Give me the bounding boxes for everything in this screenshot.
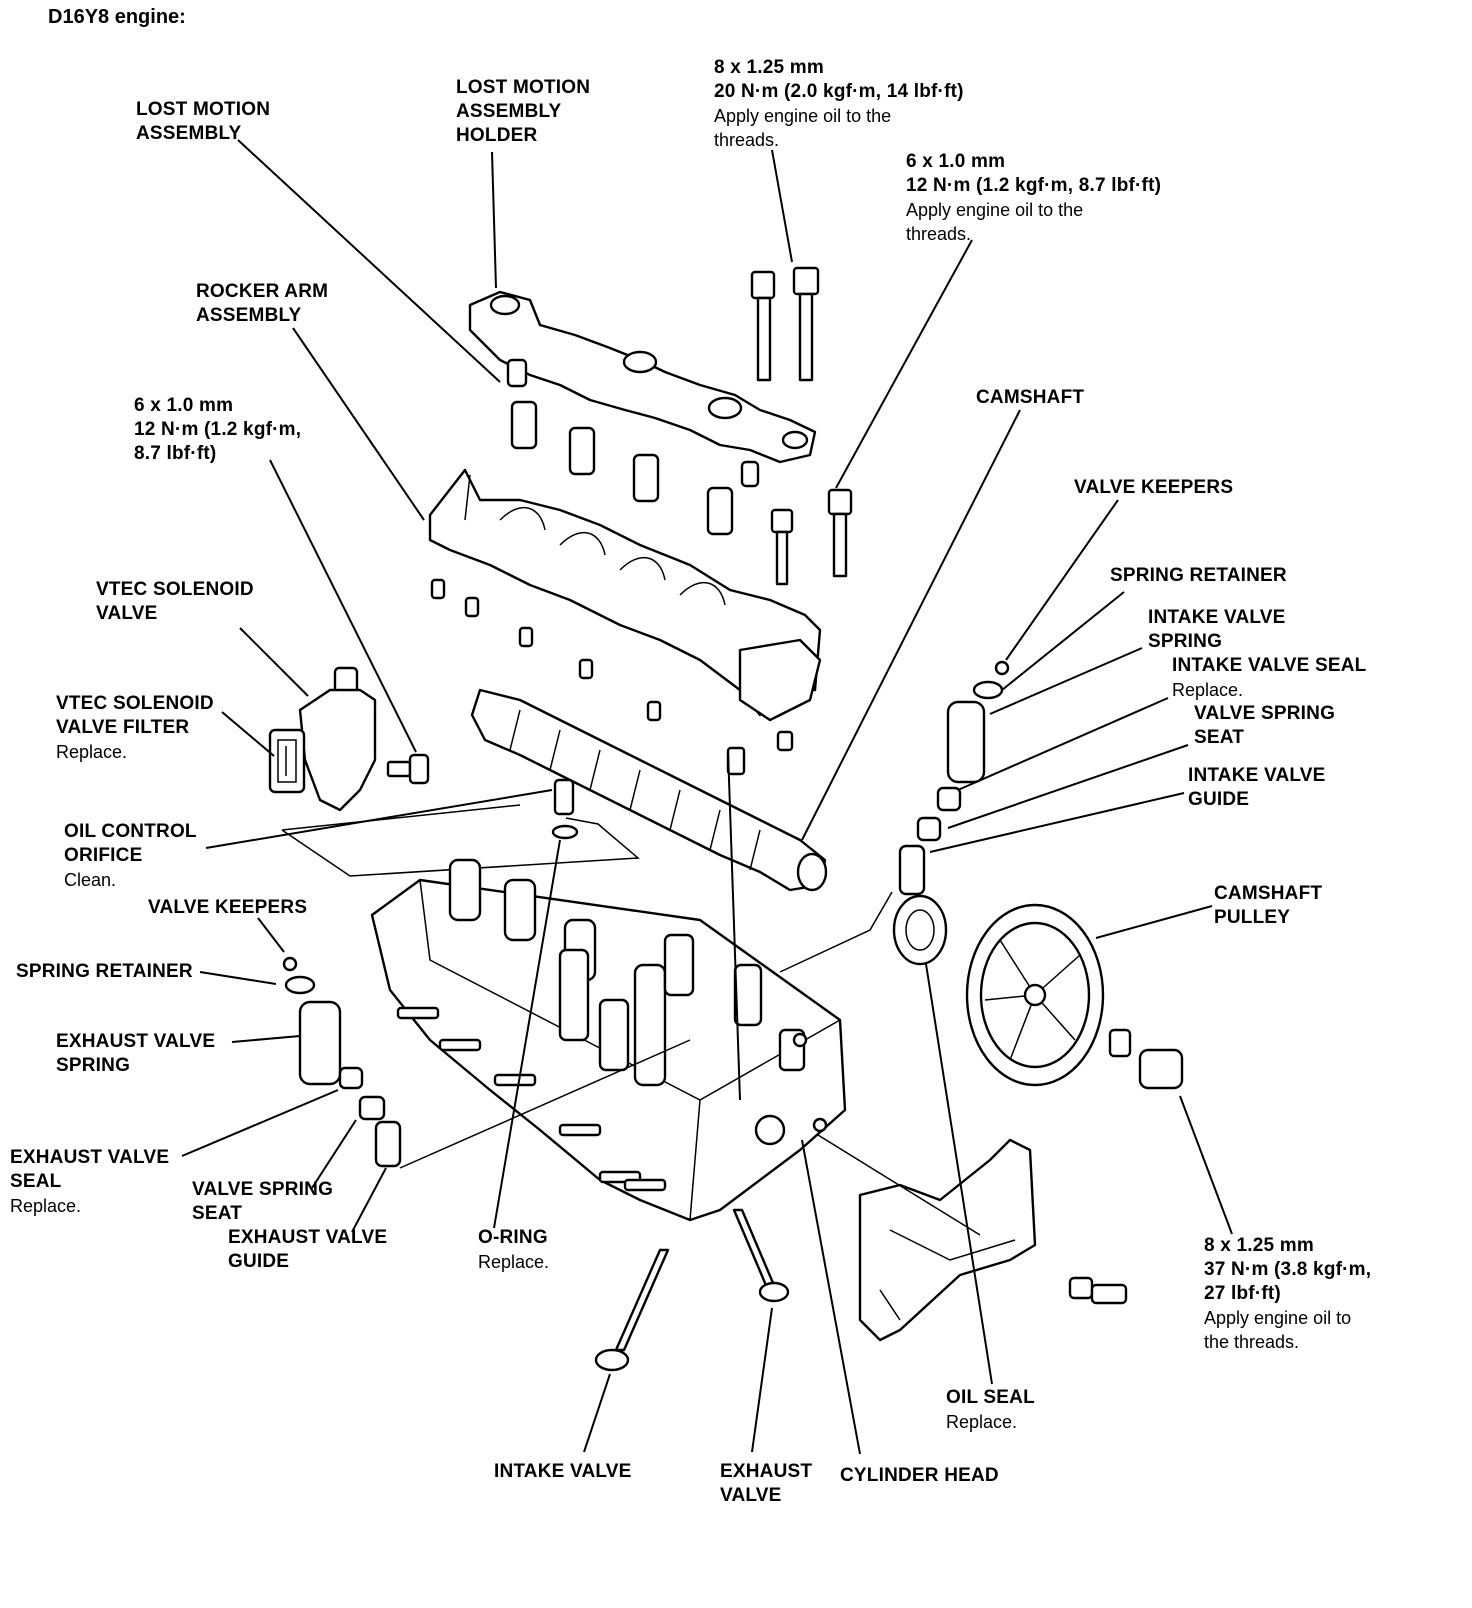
- exhaust-valve-stack-parts: [282, 956, 402, 1168]
- leader-lines: [181, 139, 1233, 1455]
- label-valve-keepers-right: VALVE KEEPERS: [1074, 477, 1234, 498]
- label-spring-retainer-left: SPRING RETAINER: [16, 961, 193, 982]
- label-cylinder-head: CYLINDER HEAD: [840, 1465, 999, 1486]
- camshaft-part: [470, 688, 828, 892]
- exhaust-valve-part: [732, 1208, 790, 1303]
- label-oil-control-orifice: OIL CONTROL ORIFICE Clean.: [64, 821, 197, 890]
- diagram-title: D16Y8 engine:: [48, 6, 186, 28]
- label-exhaust-valve-spring: EXHAUST VALVE SPRING: [56, 1031, 216, 1076]
- label-bolt-8x125-top: 8 x 1.25 mm 20 N·m (2.0 kgf·m, 14 lbf·ft…: [714, 57, 964, 150]
- label-intake-valve-spring: INTAKE VALVE SPRING: [1148, 607, 1286, 652]
- vtec-solenoid-valve-part: [268, 666, 430, 812]
- label-exhaust-valve: EXHAUST VALVE: [720, 1461, 813, 1506]
- label-vtec-filter: VTEC SOLENOID VALVE FILTER Replace.: [56, 693, 214, 762]
- label-vtec-solenoid-valve: VTEC SOLENOID VALVE: [96, 579, 254, 624]
- label-valve-spring-seat-left: VALVE SPRING SEAT: [192, 1179, 334, 1224]
- label-intake-valve-guide: INTAKE VALVE GUIDE: [1188, 765, 1326, 810]
- label-lost-motion-holder: LOST MOTION ASSEMBLY HOLDER: [456, 77, 591, 146]
- pulley-bolt-part: [1108, 1028, 1184, 1090]
- label-bolt-6x10-top: 6 x 1.0 mm 12 N·m (1.2 kgf·m, 8.7 lbf·ft…: [906, 151, 1162, 244]
- label-oil-seal: OIL SEAL Replace.: [946, 1387, 1035, 1432]
- intake-valve-part: [594, 1248, 670, 1372]
- label-exhaust-valve-seal: EXHAUST VALVE SEAL Replace.: [10, 1147, 170, 1216]
- label-camshaft: CAMSHAFT: [976, 387, 1085, 408]
- oil-seal-part: [892, 894, 948, 966]
- lost-motion-assembly-parts: [506, 358, 760, 536]
- cylinder-head-part: [370, 858, 847, 1222]
- label-bolt-6x10-left: 6 x 1.0 mm 12 N·m (1.2 kgf·m, 8.7 lbf·ft…: [134, 395, 302, 464]
- label-rocker-arm-assembly: ROCKER ARM ASSEMBLY: [196, 281, 329, 326]
- label-intake-valve: INTAKE VALVE: [494, 1461, 632, 1482]
- label-spring-retainer-right: SPRING RETAINER: [1110, 565, 1287, 586]
- label-bolt-8x125-pulley: 8 x 1.25 mm 37 N·m (3.8 kgf·m, 27 lbf·ft…: [1204, 1235, 1372, 1352]
- oil-control-orifice-part: [551, 778, 579, 840]
- rocker-pins: [430, 578, 794, 776]
- lost-motion-holder-part: [468, 290, 817, 464]
- label-intake-valve-seal: INTAKE VALVE SEAL Replace.: [1172, 655, 1367, 700]
- cover-bracket-part: [858, 1138, 1128, 1342]
- label-exhaust-valve-guide: EXHAUST VALVE GUIDE: [228, 1227, 388, 1272]
- label-camshaft-pulley: CAMSHAFT PULLEY: [1214, 883, 1323, 928]
- label-o-ring: O-RING Replace.: [478, 1227, 550, 1272]
- label-lost-motion-assembly: LOST MOTION ASSEMBLY: [136, 99, 271, 144]
- label-valve-keepers-left: VALVE KEEPERS: [148, 897, 308, 918]
- camshaft-pulley-part: [965, 903, 1105, 1087]
- top-bolts: [750, 266, 853, 586]
- label-valve-spring-seat-right: VALVE SPRING SEAT: [1194, 703, 1336, 748]
- rocker-arm-assembly-part: [428, 468, 822, 722]
- intake-valve-stack-parts: [898, 660, 1010, 896]
